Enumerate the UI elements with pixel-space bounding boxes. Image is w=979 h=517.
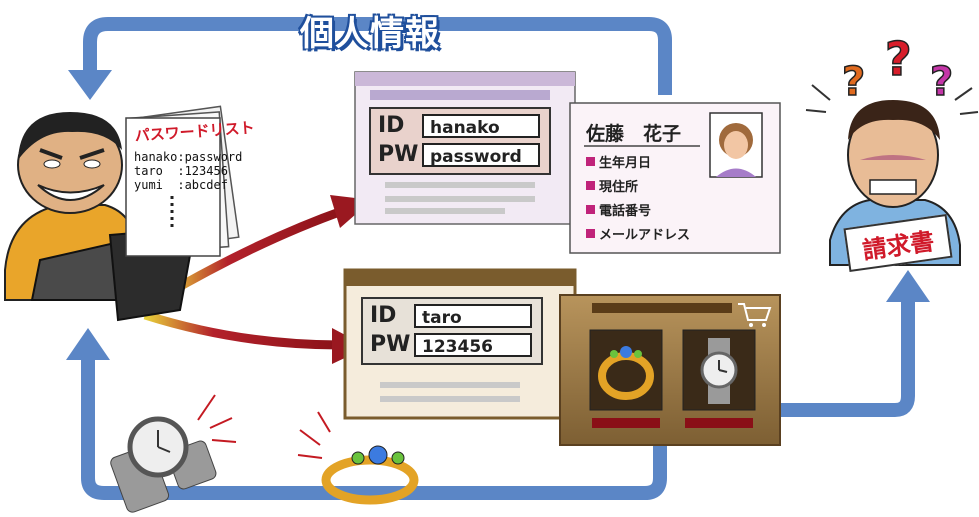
- password-entry: hanako:password: [134, 150, 243, 164]
- pw-label: PW: [378, 142, 419, 167]
- password-entry: yumi :abcdef: [134, 178, 228, 192]
- watch-product-icon: [700, 338, 738, 404]
- question-mark-1: ?: [842, 59, 865, 105]
- login-b-id-row: ID taro: [370, 303, 532, 328]
- cart-icon: [738, 303, 772, 327]
- top-loop-arrow: [68, 17, 672, 100]
- login-b-pw-row: PW 123456: [370, 332, 532, 357]
- profile-item: 現住所: [586, 176, 638, 195]
- login-a-pw-row: PW password: [378, 142, 540, 167]
- red-arrow-lower: [143, 310, 368, 364]
- pw-label: PW: [370, 332, 411, 357]
- profile-card: [569, 102, 781, 254]
- bottom-loop-arrow: [66, 328, 667, 500]
- diagram-title: 個人情報: [299, 13, 440, 55]
- question-marks: ? ? ?: [841, 31, 954, 106]
- password-list-entries: hanako:password taro :123456 yumi :abcde…: [134, 150, 242, 192]
- stolen-ring-icon: [297, 411, 419, 505]
- right-up-arrow: [780, 270, 930, 417]
- password-list-paper: [125, 105, 240, 257]
- id-label: ID: [378, 113, 405, 138]
- password-field: password: [422, 142, 540, 167]
- profile-item: メールアドレス: [586, 224, 690, 243]
- ring-product-icon: [598, 346, 654, 400]
- question-mark-2: ?: [885, 32, 912, 86]
- profile-name: 佐藤 花子: [586, 123, 682, 145]
- password-entry: taro :123456: [134, 164, 228, 178]
- password-field: 123456: [414, 332, 532, 357]
- profile-item: 電話番号: [586, 200, 651, 219]
- login-a-id-row: ID hanako: [378, 113, 540, 138]
- stolen-watch-icon: [110, 394, 237, 513]
- id-field: hanako: [422, 113, 540, 138]
- profile-item: 生年月日: [586, 152, 651, 171]
- id-label: ID: [370, 303, 397, 328]
- id-field: taro: [414, 303, 532, 328]
- question-mark-3: ?: [930, 59, 953, 105]
